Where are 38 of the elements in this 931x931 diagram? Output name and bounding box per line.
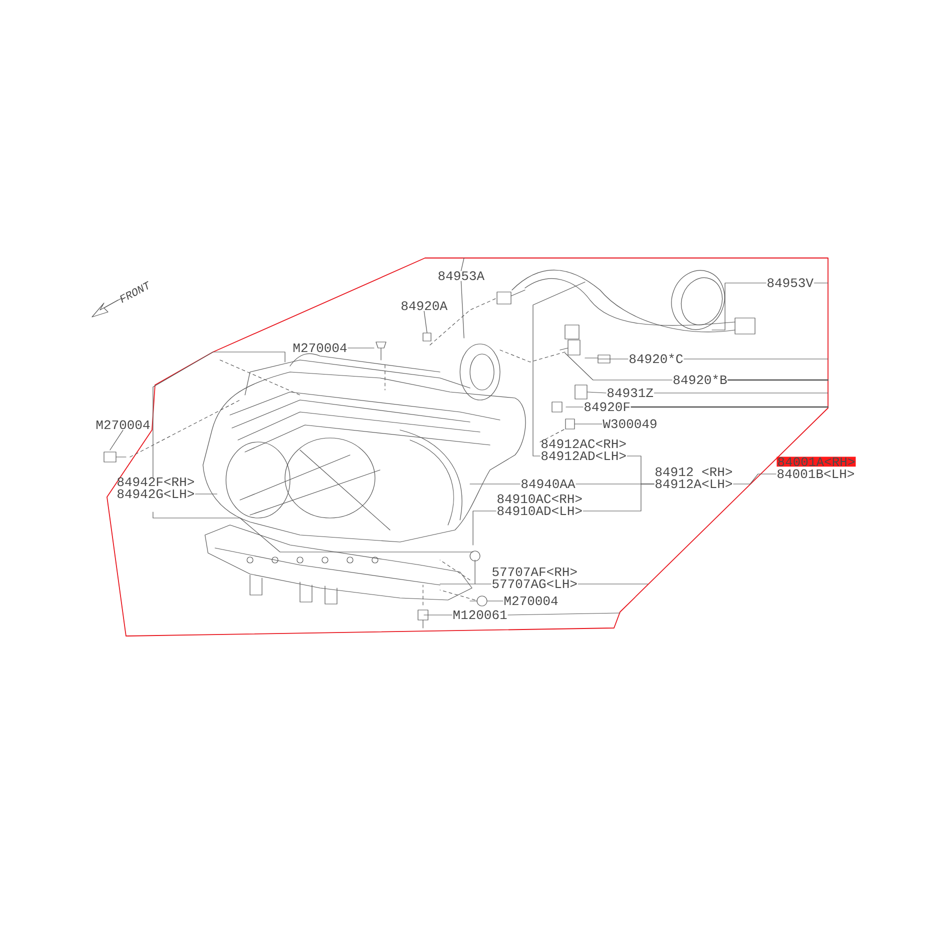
part-number: W300049 — [602, 419, 656, 428]
part-drawing — [476, 596, 488, 606]
part-number: M270004 — [504, 596, 558, 606]
leader-line — [712, 282, 766, 330]
part-number: 84920*B — [674, 374, 727, 384]
part-number: 84940AA — [522, 479, 576, 488]
part-number: 84942F<RH> 84942G<LH> — [118, 477, 194, 498]
part-number: 84953A — [438, 271, 484, 280]
leader-line — [532, 282, 586, 456]
part-number: M120061 — [454, 610, 507, 620]
leader-line — [564, 352, 672, 380]
part-number: M270004 — [96, 420, 150, 430]
part-number: M270004 — [294, 343, 347, 352]
leader-line — [566, 406, 584, 408]
part-drawing — [422, 332, 432, 342]
leader-line — [460, 280, 464, 338]
part-number: 84920F — [584, 402, 630, 412]
part-number: 84931Z — [608, 388, 654, 398]
leader-line — [440, 560, 492, 584]
leader-line — [472, 510, 496, 546]
leader-line — [424, 310, 428, 333]
part-drawing — [565, 418, 575, 430]
part-number: 57707AF<RH> 57707AG<LH> — [492, 567, 577, 588]
leader-line — [733, 474, 776, 484]
leader-line — [598, 358, 628, 360]
part-number: 84920A — [402, 301, 448, 310]
leader-line — [582, 484, 654, 512]
part-number: 84910AC<RH> 84910AD<LH> — [498, 494, 582, 516]
leader-line — [587, 392, 606, 394]
part-drawing — [574, 384, 588, 400]
part-number: 84001A<RH> 84001B<LH> — [776, 456, 856, 478]
part-number: 84953V — [768, 278, 814, 288]
part-number: 84920*C — [630, 354, 683, 364]
part-number: 84912AC<RH> 84912AD<LH> — [542, 439, 626, 460]
part-number: 84912 <RH> 84912A<LH> — [656, 467, 732, 488]
leader-line — [110, 430, 124, 450]
leader-line — [487, 600, 504, 602]
leader-line — [424, 614, 452, 616]
